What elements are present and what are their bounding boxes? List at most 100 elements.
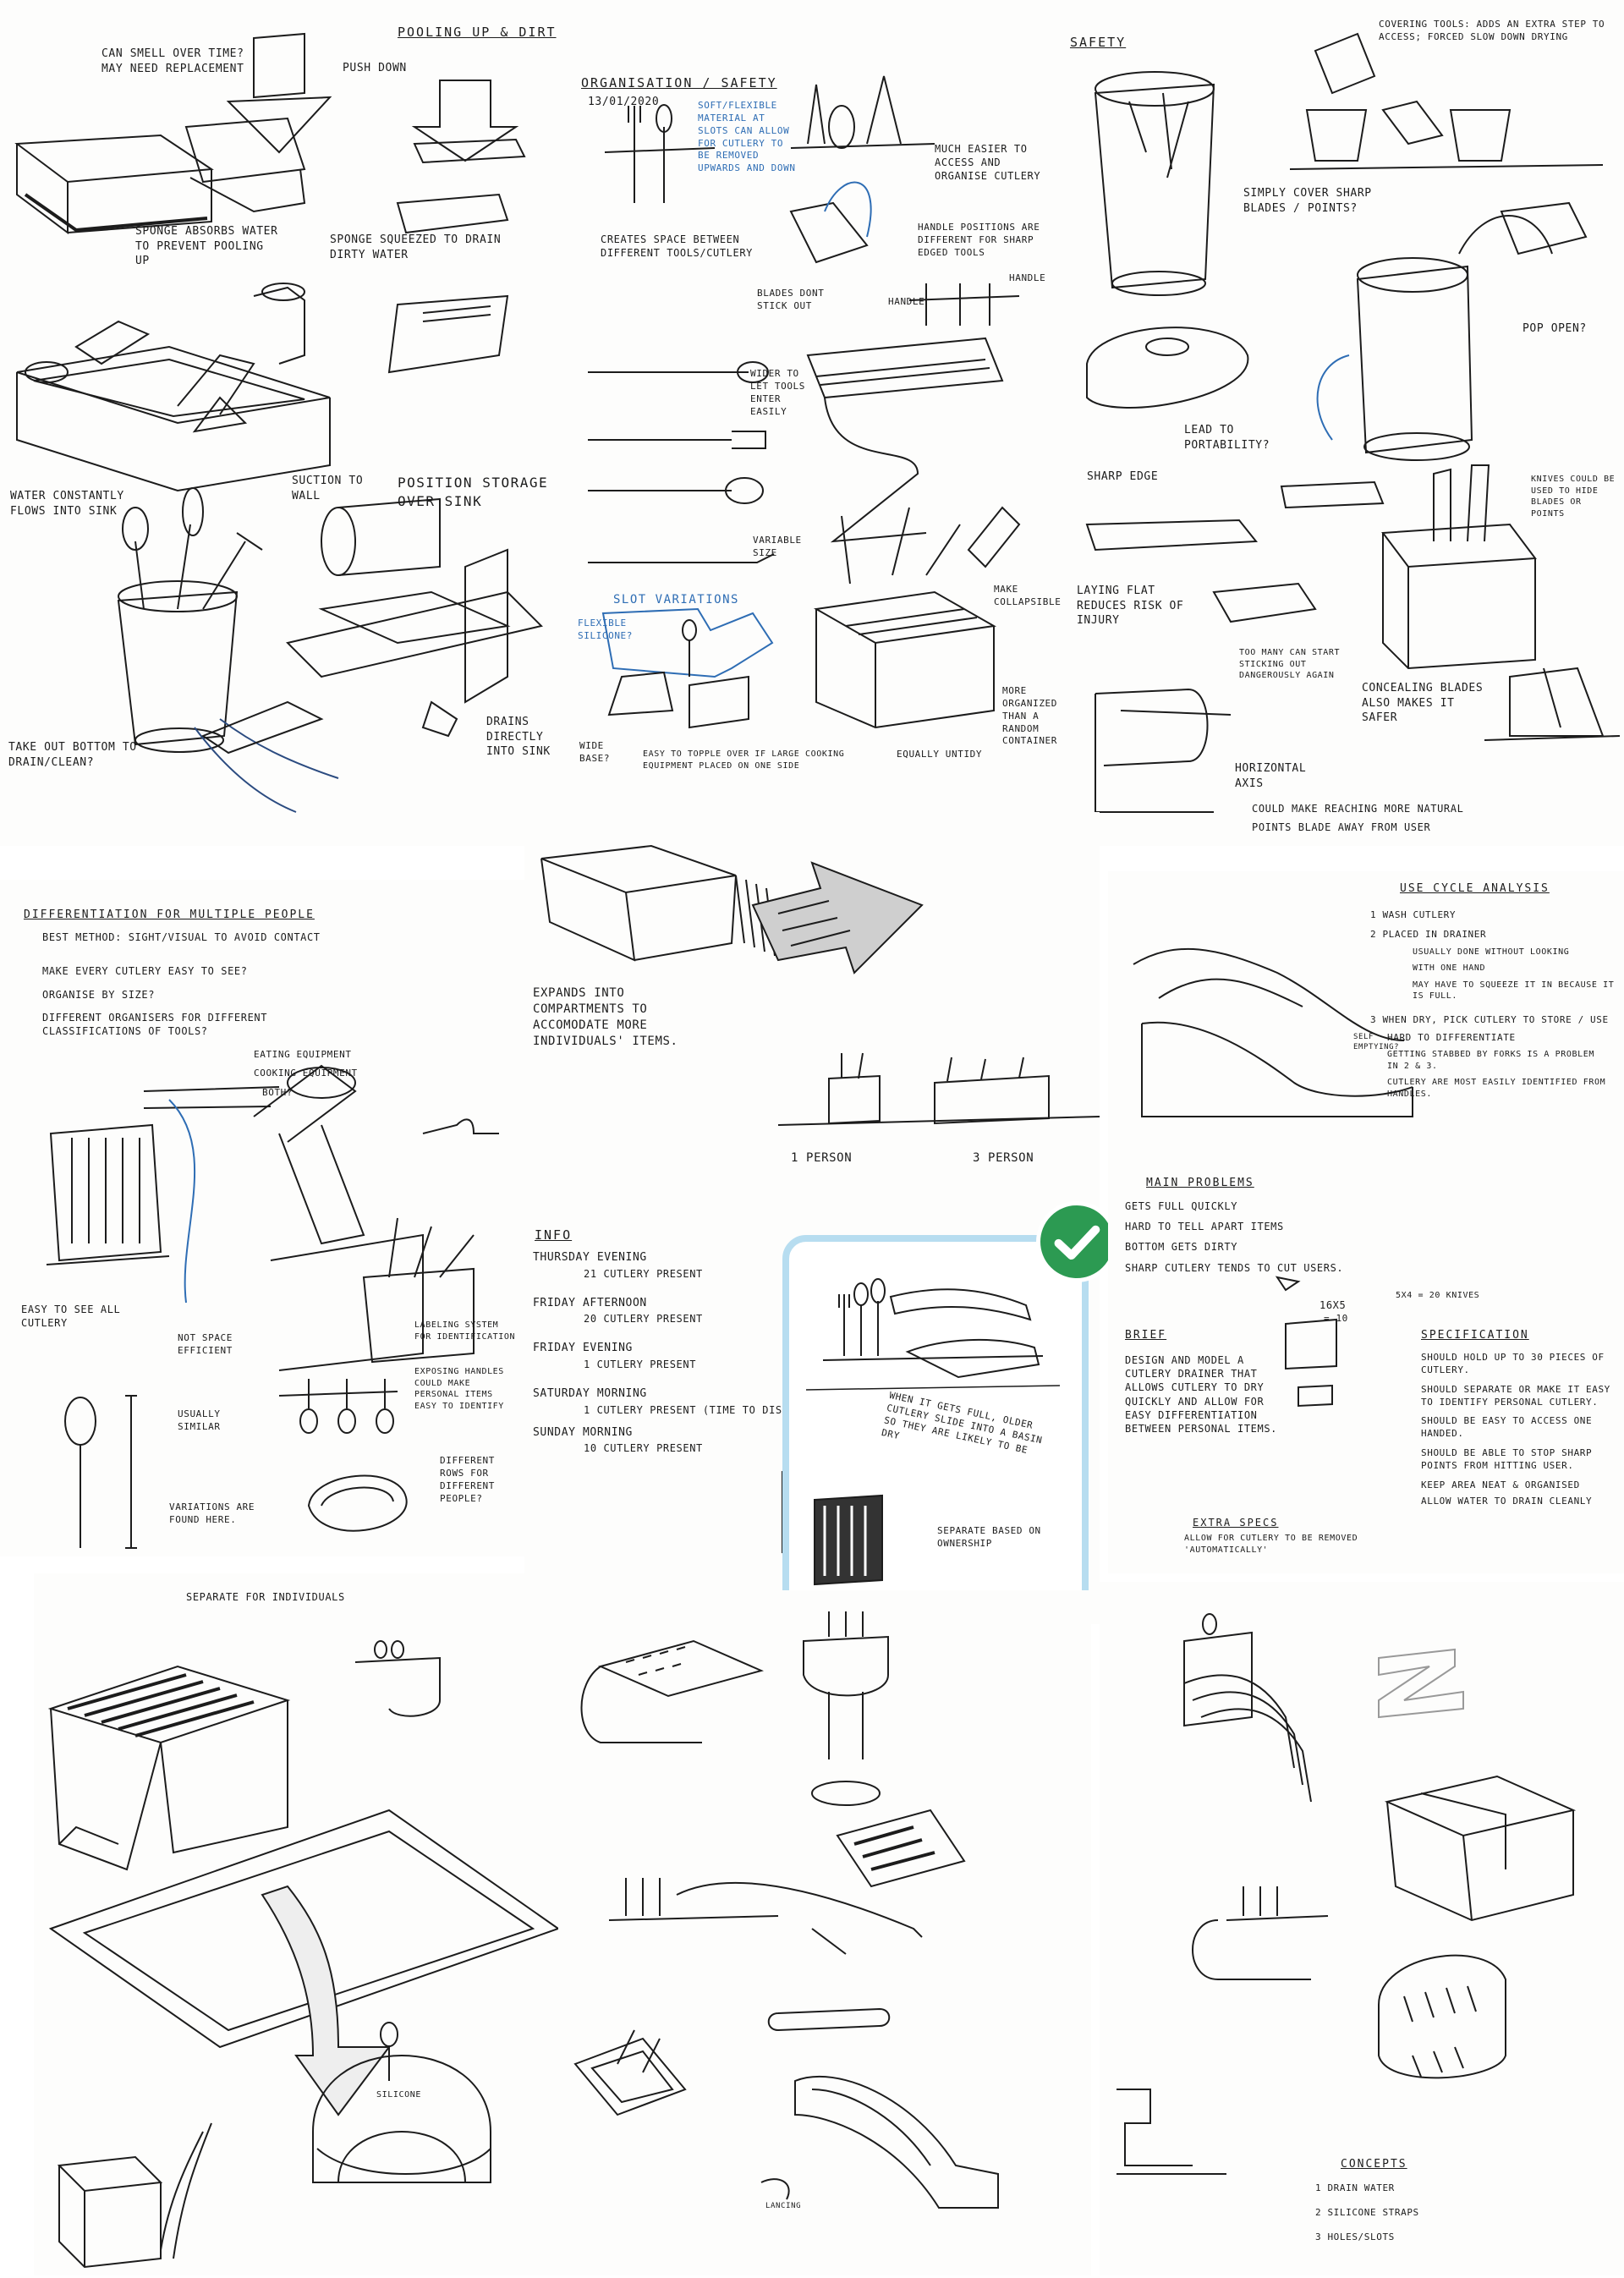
info-item: 1 cutlery present [584,1359,697,1371]
main-problems-list: Gets full quickly Hard to tell apart ite… [1125,1199,1404,1275]
note-make-collapsible: Make collapsible [994,584,1062,607]
note-creates-space: Creates space between different tools/cu… [601,233,753,260]
brief-title: Brief [1125,1329,1167,1342]
info-item: Saturday morning [533,1387,647,1401]
cycle-item: May have to squeeze it in because it is … [1413,980,1615,1002]
cycle-item: Hard to differentiate [1387,1031,1516,1043]
sheet-title: Differentiation for multiple people [24,908,315,921]
info-item: Sunday morning [533,1425,633,1439]
problem-item: Sharp cutlery tends to cut users. [1125,1261,1344,1274]
brief-text: Design and model a cutlery drainer that … [1125,1354,1277,1435]
note-smell: Can smell over time? May need replacemen… [102,47,244,75]
note-reaching: Could make reaching more natural [1252,803,1464,815]
extra-specs-title: Extra specs [1193,1517,1279,1529]
note-flexible-silicone: Flexible silicone? [578,618,634,641]
sketch-sheet-forms: Lancing [558,1590,1091,2275]
note-knives: Knives could be used to hide blades or p… [1531,475,1616,519]
cycle-item: Usually done without looking [1413,947,1570,957]
note-points-blade: Points blade away from user [1252,821,1431,833]
spec-item: Should be easy to access one handed. [1421,1415,1593,1440]
dims-calc: 5x4 = 20 knives [1396,1291,1480,1300]
note-soft-material: Soft/flexible material at slots can allo… [698,100,796,174]
sketch-sheet-separate: Separate for individuals Silicone [34,1573,558,2275]
note-laying-flat: Laying flat reduces risk of injury [1077,585,1184,628]
info-item: 21 cutlery present [584,1267,703,1280]
cycle-item: 3 When dry, pick cutlery to store / use [1370,1013,1609,1025]
note-blades-dont: Blades dont stick out [757,288,825,311]
use-cycle-list: 1 Wash cutlery 2 Placed in drainer Usual… [1370,909,1624,1100]
check-circle-icon [1036,1201,1117,1282]
note-take-out: Take out bottom to drain/clean? [8,741,137,769]
note-easy-to-see: Easy to see all cutlery [21,1304,121,1330]
differentiation-sketches [46,1064,499,1549]
label-both: Both? [262,1087,294,1098]
note-much-easier: Much easier to access and organise cutle… [935,143,1041,183]
sheet-title: Pooling up & dirt [398,25,557,40]
note-separate: Separate based on ownership [937,1525,1041,1549]
note-variations: Variations are found here. [169,1501,255,1525]
note-sponge-squeezed: Sponge squeezed to drain dirty water [330,233,502,261]
note-easy-topple: Easy to topple over if large cooking equ… [643,749,845,771]
spec-item: Should hold up to 30 pieces of cutlery. [1421,1352,1605,1375]
note-separate-individuals: Separate for individuals [186,1591,345,1603]
note-handle-positions: Handle positions are different for sharp… [918,222,1040,258]
note-position-storage: Position storage over sink [398,475,549,509]
note-push-down: Push down [343,62,407,74]
info-title: Info [535,1227,573,1243]
note-different-rows: Different rows for different people? [440,1455,496,1504]
note-water-flows: Water constantly flows into sink [10,490,124,518]
label-handle-b: Handle [1009,272,1046,283]
sketch-sheet-differentiation: Differentiation for multiple people Best… [0,880,524,1556]
cycle-item: 1 Wash cutlery [1370,909,1457,920]
note-suction: Suction to wall [292,475,364,502]
dims-mid: = 10 [1324,1313,1348,1324]
note-usually-similar: Usually similar [178,1408,221,1432]
note-lead-portability: Lead to portability? [1184,424,1270,452]
concepts-title: Concepts [1341,2158,1407,2171]
label-handle-a: Handle [888,296,925,307]
note-self-emptying: Self emptying? [1353,1033,1400,1052]
label-lancing: Lancing [765,2202,802,2210]
note-expands: Expands into compartments to accomodate … [533,986,678,1048]
label-three-person: 3 person [973,1151,1034,1165]
specification-title: Specification [1421,1329,1529,1342]
specification-list: Should hold up to 30 pieces of cutlery. … [1421,1352,1620,1507]
note-drains: Drains directly into sink [486,716,551,759]
info-list: Thursday evening 21 cutlery present Frid… [533,1250,808,1456]
selected-concept-card[interactable]: When it gets full, older cutlery slide i… [782,1235,1089,1616]
safety-sketches [1085,32,1621,813]
note-sharp-edge: Sharp edge [1087,470,1159,483]
use-cycle-sketches [1133,947,1413,1408]
label-silicone: Silicone [376,2090,421,2100]
note-exposing-handles: Exposing handles could make personal ite… [414,1367,504,1411]
sketch-sheet-pooling: Pooling up & dirt Can smell over time? M… [0,0,562,846]
note-too-many: Too many can start sticking out dangerou… [1239,648,1341,680]
note-wide-base: Wide base? [579,740,611,764]
sheet-title: Use cycle analysis [1400,882,1550,895]
extra-specs-text: Allow for cutlery to be removed 'automat… [1184,1534,1358,1555]
note-best-method: Best method: sight/visual to avoid conta… [42,931,321,943]
concepts-sketches [1116,1613,1577,2175]
note-pop-open: Pop open? [1522,322,1587,335]
spec-item: Should be able to stop sharp points from… [1421,1447,1593,1471]
label-cooking-equipment: Cooking equipment [254,1068,358,1079]
note-not-space: Not space efficient [178,1332,233,1356]
label-one-person: 1 person [791,1151,853,1165]
note-different-organisers: Different organisers for different class… [42,1012,268,1038]
spec-item: Keep area neat & organised [1421,1479,1580,1490]
info-item: Friday afternoon [533,1296,647,1309]
cycle-item: With one hand [1413,963,1486,974]
cycle-item: Getting stabbed by forks is a problem in… [1387,1050,1594,1071]
note-horizontal: Horizontal axis [1235,762,1307,790]
sketch-sheet-use-cycle: Use cycle analysis 1 Wash cutlery 2 Plac… [1108,871,1624,1573]
info-item: Friday evening [533,1342,633,1355]
label-eating-equipment: Eating equipment [254,1049,352,1060]
problem-item: Bottom gets dirty [1125,1241,1238,1254]
note-simply-cover: Simply cover sharp blades / points? [1243,187,1372,215]
selected-concept-sketch [805,1278,1061,1586]
dims-top: 16x5 [1320,1299,1347,1311]
organisation-sketches [588,75,1021,729]
sheet-title: Safety [1070,35,1127,50]
problem-item: Gets full quickly [1125,1200,1238,1212]
pooling-sketches [14,32,543,813]
